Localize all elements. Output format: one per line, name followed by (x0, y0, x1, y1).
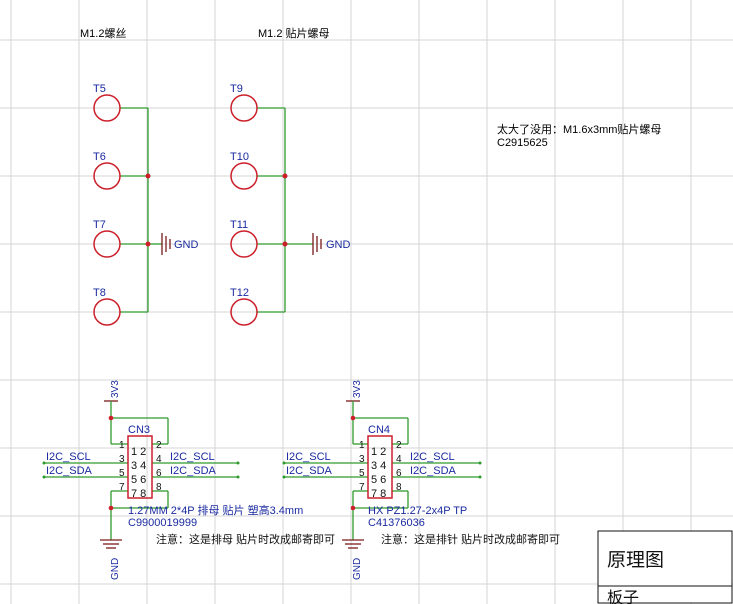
net-label-scl: I2C_SCL (286, 451, 331, 463)
test-point-label: T8 (93, 287, 106, 299)
connector-value: 1.27MM 2*4P 排母 贴片 塑高3.4mm (128, 503, 303, 517)
net-label-scl: I2C_SCL (170, 451, 215, 463)
power-label: 3V3 (352, 380, 363, 398)
connector-cn3[interactable]: 3V3 CN3 1 3 (42, 380, 336, 580)
test-point-label: T7 (93, 219, 106, 231)
connector-body-row: 1 2 (371, 446, 386, 458)
net-label-sda: I2C_SDA (170, 465, 217, 477)
junction-dot (145, 241, 151, 247)
connector-body-row: 3 4 (131, 460, 146, 472)
net-label-sda: I2C_SDA (410, 465, 457, 477)
net-label-sda: I2C_SDA (286, 465, 333, 477)
ground-label: GND (352, 558, 363, 580)
test-point-group-right: T9 T10 T11 T12 GND (230, 83, 351, 326)
title-block-sub: 板子 (607, 589, 639, 604)
pin-number: 1 (119, 440, 125, 451)
pin-number: 2 (396, 440, 402, 451)
junction-dot (108, 505, 114, 511)
test-point-circle[interactable] (93, 162, 121, 190)
test-point-label: T10 (230, 151, 249, 163)
pin-number: 7 (359, 482, 365, 493)
ground-label: GND (326, 239, 351, 251)
connector-body-row: 5 6 (371, 474, 386, 486)
connector-designator: CN3 (128, 424, 150, 436)
connector-body-row: 7 8 (371, 488, 386, 500)
junction-dot (145, 173, 151, 179)
pin-number: 6 (396, 468, 402, 479)
pin-number: 6 (156, 468, 162, 479)
note-unused-line2: C2915625 (497, 137, 548, 149)
test-point-circle[interactable] (230, 230, 258, 258)
test-point-label: T5 (93, 83, 106, 95)
connector-body-row: 3 4 (371, 460, 386, 472)
title-block-title: 原理图 (607, 550, 664, 571)
connector-designator: CN4 (368, 424, 390, 436)
test-point-group-left: T5 T6 T7 T8 GND (93, 83, 199, 326)
test-point-label: T9 (230, 83, 243, 95)
ground-label: GND (110, 558, 121, 580)
pin-number: 1 (359, 440, 365, 451)
test-point-label: T11 (230, 219, 248, 231)
test-point-circle[interactable] (93, 230, 121, 258)
ground-symbol (342, 539, 364, 549)
test-point-circle[interactable] (230, 162, 258, 190)
heading-smd-nuts: M1.2 贴片螺母 (258, 26, 330, 40)
pin-number: 8 (156, 482, 162, 493)
ground-symbol (100, 539, 122, 549)
test-point-circle[interactable] (230, 298, 258, 326)
connector-body (367, 435, 393, 499)
junction-dot (350, 415, 356, 421)
pin-number: 4 (396, 454, 402, 465)
connector-value: HX PZ1.27-2x4P TP (368, 505, 467, 517)
title-block: 原理图 板子 (597, 530, 733, 604)
net-label-sda: I2C_SDA (46, 465, 93, 477)
junction-dot (350, 505, 356, 511)
ground-symbol (312, 233, 322, 255)
ground-label: GND (174, 239, 199, 251)
pin-number: 3 (359, 454, 365, 465)
test-point-label: T6 (93, 151, 106, 163)
pin-number: 7 (119, 482, 125, 493)
power-label: 3V3 (110, 380, 121, 398)
connector-body-row: 7 8 (131, 488, 146, 500)
test-point-circle[interactable] (93, 298, 121, 326)
pin-number: 8 (396, 482, 402, 493)
pin-number: 5 (359, 468, 365, 479)
net-label-scl: I2C_SCL (46, 451, 91, 463)
pin-number: 4 (156, 454, 162, 465)
junction-dot (282, 173, 288, 179)
test-point-label: T12 (230, 287, 249, 299)
connector-cn4[interactable]: 3V3 CN4 1 3 (282, 380, 561, 580)
test-point-circle[interactable] (93, 94, 121, 122)
connector-note: 注意：这是排针 贴片时改成邮寄即可 (381, 532, 560, 546)
connector-note: 注意：这是排母 贴片时改成邮寄即可 (156, 532, 335, 546)
connector-part-number: C41376036 (368, 517, 425, 529)
junction-dot (108, 415, 114, 421)
pin-number: 5 (119, 468, 125, 479)
junction-dot (282, 241, 288, 247)
connector-body-row: 1 2 (131, 446, 146, 458)
test-point-circle[interactable] (230, 94, 258, 122)
connector-body (127, 435, 153, 499)
net-label-scl: I2C_SCL (410, 451, 455, 463)
note-unused-line1: 太大了没用：M1.6x3mm贴片螺母 (497, 122, 661, 136)
pin-number: 2 (156, 440, 162, 451)
connector-body-row: 5 6 (131, 474, 146, 486)
connector-part-number: C9900019999 (128, 517, 197, 529)
ground-symbol (161, 233, 171, 255)
heading-screws: M1.2螺丝 (80, 27, 126, 40)
pin-number: 3 (119, 454, 125, 465)
